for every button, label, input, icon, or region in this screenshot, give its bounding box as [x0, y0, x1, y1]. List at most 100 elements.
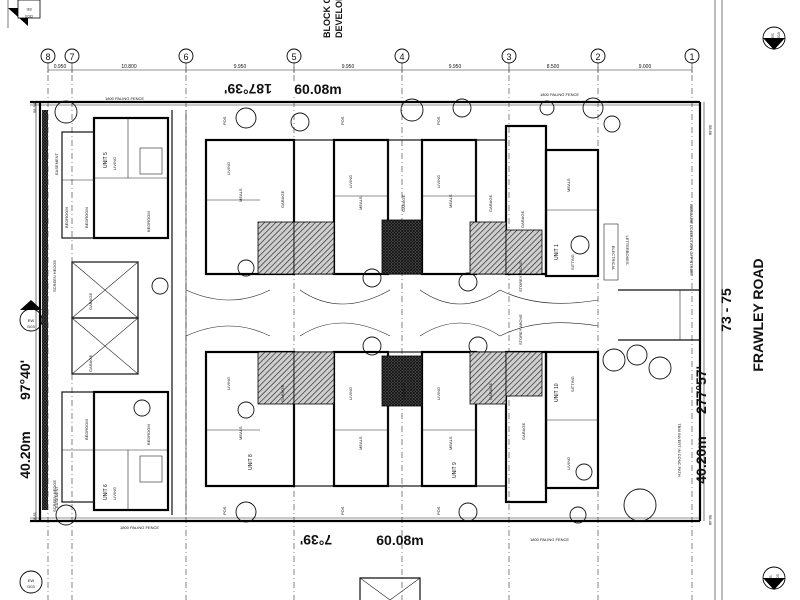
svg-text:SCREEN HEDGE: SCREEN HEDGE: [52, 260, 57, 292]
svg-text:POS: POS: [340, 116, 345, 125]
svg-text:LIVING: LIVING: [112, 487, 117, 500]
level-ne: 58.68: [708, 125, 713, 136]
dimension-label: 10.800: [121, 64, 137, 70]
svg-text:GARAGE: GARAGE: [88, 355, 93, 372]
north-length: 60.08m: [294, 81, 341, 97]
svg-text:LIVING: LIVING: [566, 457, 571, 470]
svg-text:1: 1: [689, 52, 694, 62]
trees: [54, 97, 672, 526]
townhouse-row-north: LIVING MEALS GARAGE LIVING MEALS GARAGE …: [204, 116, 600, 292]
svg-text:6: 6: [183, 52, 188, 62]
west-length: 40.20m: [17, 431, 33, 478]
rear-garages: GARAGE GARAGE SCREEN HEDGE SCREEN HEDGE: [52, 110, 187, 515]
svg-text:POS: POS: [222, 506, 227, 515]
section-tag-bottom-right: ES D03: [762, 566, 786, 590]
svg-text:GARAGE: GARAGE: [488, 195, 493, 212]
east-boundary: 58.68 58.48 40.20m 277°57' 73 - 75 FRAWL…: [603, 102, 766, 526]
grid-marker: 2: [590, 48, 606, 64]
level-sw: 58.81: [32, 511, 37, 522]
svg-text:GARAGE: GARAGE: [88, 293, 93, 310]
svg-text:D03: D03: [775, 574, 780, 582]
svg-text:LIVING: LIVING: [226, 377, 231, 390]
unit-label: UNIT 9: [452, 462, 458, 478]
svg-text:POS: POS: [340, 506, 345, 515]
fence-label: 1800 PALING FENCE: [120, 525, 159, 530]
grid-marker: 3: [501, 48, 517, 64]
section-tag-west: EW D03: [19, 300, 43, 332]
dimension-string-top: 0.950 10.800 9.950 9.950 9.950 8.500 9.0…: [47, 64, 693, 73]
grid-marker: 6: [178, 48, 194, 64]
unit-label: UNIT 5: [103, 152, 109, 168]
grid-marker: 8: [40, 48, 56, 64]
electrical-label: ELECTRICAL: [611, 246, 616, 271]
svg-text:STOREY ABOVE: STOREY ABOVE: [518, 261, 523, 292]
street-number: 73 - 75: [718, 288, 734, 332]
west-bearing: 97°40': [17, 360, 33, 400]
svg-text:GARAGE: GARAGE: [401, 383, 406, 400]
dimension-label: 9.950: [342, 64, 355, 70]
svg-text:D03: D03: [27, 584, 35, 589]
fence-label: 1800 PALING FENCE: [105, 96, 144, 101]
grid-marker: 1: [684, 48, 700, 64]
dimension-label: 8.500: [547, 64, 560, 70]
svg-text:MEALS: MEALS: [448, 436, 453, 450]
svg-text:LIVING: LIVING: [348, 387, 353, 400]
grid-marker: 7: [64, 48, 80, 64]
grid-marker: 5: [286, 48, 302, 64]
fence-label: 1800 PALING FENCE: [540, 92, 579, 97]
svg-text:EASEMENT: EASEMENT: [54, 485, 59, 508]
svg-text:SCREEN HEDGE: SCREEN HEDGE: [52, 480, 57, 512]
grid-markers: 8 7 6 5 4 3 2 1: [40, 48, 700, 64]
svg-text:LIVING: LIVING: [348, 175, 353, 188]
unit-label: UNIT 8: [248, 454, 254, 470]
unit-rear-north: UNIT 5 LIVING BEDROOM BEDROOM BEDROOM EA…: [54, 116, 170, 240]
road-name: FRAWLEY ROAD: [750, 258, 766, 371]
north-boundary: 1800 PALING FENCE 1800 PALING FENCE 60.0…: [30, 81, 700, 106]
svg-text:EW: EW: [28, 578, 35, 583]
driveway-turning-arcs: [185, 289, 599, 337]
svg-text:BEDROOM: BEDROOM: [146, 424, 151, 445]
svg-text:LIVING: LIVING: [436, 175, 441, 188]
svg-text:LIVING: LIVING: [112, 157, 117, 170]
west-boundary: 97°40' 40.20m 58.54 58.81: [17, 102, 48, 522]
svg-text:ES: ES: [770, 33, 775, 39]
section-tag-bottom-left: EW D03: [19, 570, 43, 594]
adjacent-building-bottom: [359, 577, 421, 600]
unit-rear-south: UNIT 6 LIVING BEDROOM BEDROOM EASEMENT: [54, 390, 170, 512]
section-tag-top-right: ES D03: [762, 26, 786, 50]
svg-text:LIVING: LIVING: [226, 162, 231, 175]
svg-text:2: 2: [595, 52, 600, 62]
dimension-label: 9.950: [449, 64, 462, 70]
develop-label: DEVELOP: [334, 0, 344, 38]
east-length: 40.20m: [693, 436, 709, 483]
section-tag-top-left: EE D03: [8, 0, 41, 26]
south-length: 60.08m: [376, 532, 423, 548]
svg-text:GARAGE: GARAGE: [488, 383, 493, 400]
block-label: BLOCK C: [322, 0, 332, 38]
dimension-label: 9.950: [234, 64, 247, 70]
townhouse-row-south: LIVING MEALS GARAGE LIVING MEALS GARAGE …: [204, 314, 600, 515]
svg-text:GARAGE: GARAGE: [521, 423, 526, 440]
svg-text:D03: D03: [27, 324, 35, 329]
svg-text:POS: POS: [436, 116, 441, 125]
svg-text:EASEMENT: EASEMENT: [54, 152, 59, 175]
dimension-label: 9.000: [639, 64, 652, 70]
svg-text:8: 8: [45, 52, 50, 62]
svg-text:5: 5: [291, 52, 296, 62]
garbage-label: GARBAGE COLLECTION OFF STREET: [689, 204, 694, 277]
letterbox-label: LETTERBOXES: [625, 235, 630, 264]
svg-text:STOREY ABOVE: STOREY ABOVE: [518, 314, 523, 345]
svg-text:LIVING: LIVING: [436, 387, 441, 400]
svg-text:3: 3: [506, 52, 511, 62]
title-block-fragment: BLOCK C DEVELOP: [7, 0, 723, 600]
south-boundary: 1800 PALING FENCE 1800 PALING FENCE 60.0…: [30, 517, 700, 548]
svg-text:MEALS: MEALS: [566, 178, 571, 192]
svg-text:SITTING: SITTING: [570, 376, 575, 392]
svg-text:ES: ES: [768, 575, 773, 581]
svg-text:4: 4: [399, 52, 404, 62]
grid-marker: 4: [394, 48, 410, 64]
svg-text:POS: POS: [436, 506, 441, 515]
svg-text:BEDROOM: BEDROOM: [146, 211, 151, 232]
svg-text:BEDROOM: BEDROOM: [64, 207, 69, 228]
